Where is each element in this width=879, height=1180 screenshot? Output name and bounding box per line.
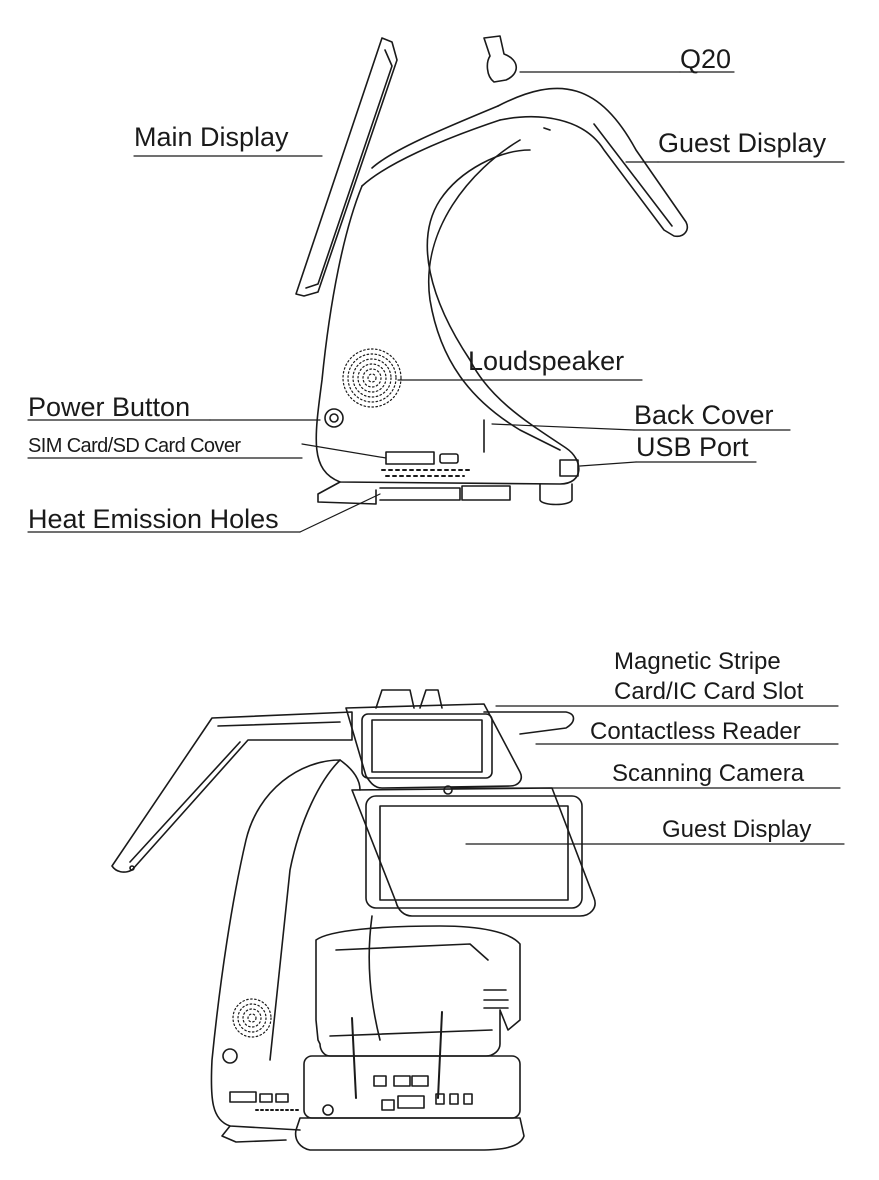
front-speaker-grille <box>232 998 272 1038</box>
front-power-button <box>222 1048 238 1064</box>
side-speaker-grille <box>342 348 402 408</box>
side-leader-lines <box>27 71 845 533</box>
label-power-button: Power Button <box>28 392 191 422</box>
label-q20: Q20 <box>680 44 732 74</box>
label-main-display: Main Display <box>134 122 289 152</box>
main-display-panel <box>295 37 398 297</box>
front-main-display <box>111 711 353 873</box>
label-msr-line2: Card/IC Card Slot <box>614 678 804 705</box>
side-heat-holes <box>381 469 471 477</box>
side-power-button <box>324 408 344 428</box>
front-top-screen <box>361 713 493 779</box>
front-scanning-camera <box>443 785 453 795</box>
label-scanning-camera: Scanning Camera <box>612 760 805 787</box>
label-guest-display-front: Guest Display <box>662 816 812 843</box>
label-contactless-reader: Contactless Reader <box>590 718 801 745</box>
label-msr-line1: Magnetic Stripe <box>614 648 781 675</box>
label-guest-display-side: Guest Display <box>658 128 827 158</box>
front-top-unit <box>345 703 523 789</box>
label-loudspeaker: Loudspeaker <box>468 346 625 376</box>
label-heat-emission-holes: Heat Emission Holes <box>28 504 279 534</box>
side-sim-sd-cover <box>385 451 435 465</box>
front-body <box>210 759 361 1131</box>
label-sim-sd-cover: SIM Card/SD Card Cover <box>28 435 241 457</box>
side-view-device <box>295 35 689 506</box>
side-view-body <box>315 149 580 485</box>
guest-display-arm <box>497 87 689 238</box>
front-stand <box>315 925 521 1057</box>
side-usb-port <box>559 459 579 477</box>
q20-top-unit <box>483 35 518 83</box>
front-guest-display <box>351 787 596 917</box>
front-leader-lines <box>451 705 845 845</box>
label-back-cover: Back Cover <box>634 400 774 430</box>
label-usb-port: USB Port <box>636 432 749 462</box>
front-view-device <box>111 689 596 1151</box>
